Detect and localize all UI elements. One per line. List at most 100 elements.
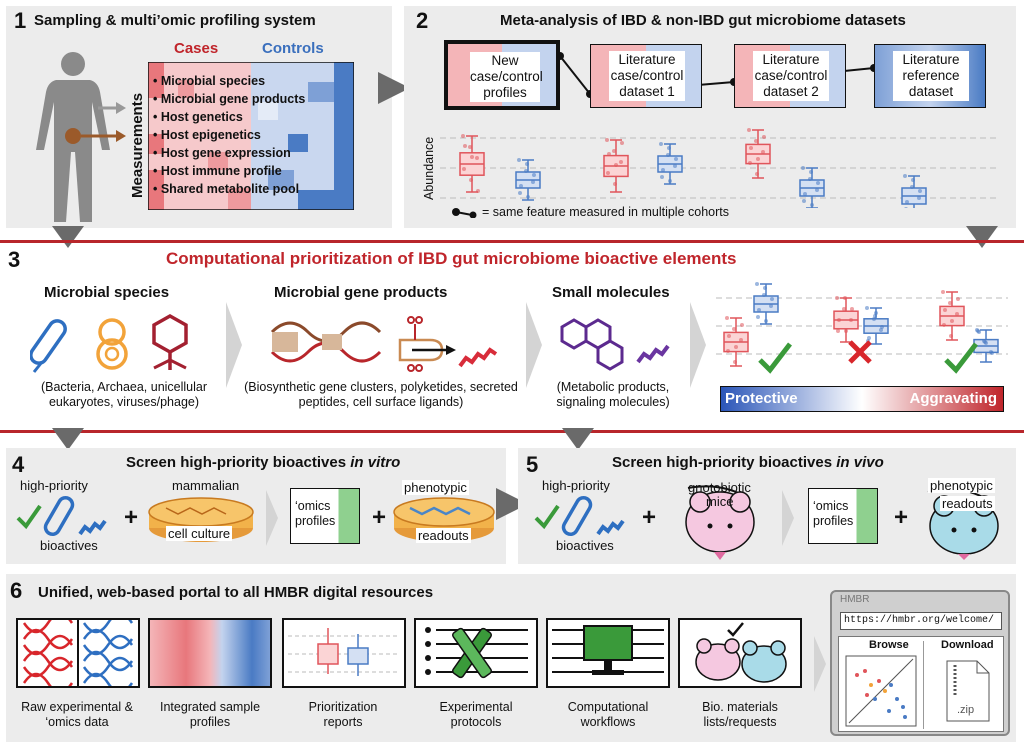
- boxplot-mark: [836, 329, 840, 333]
- resource-label: Integrated sample profiles: [159, 700, 261, 729]
- boxplot-mark: [757, 308, 761, 312]
- resource-label: Computational workflows: [567, 700, 649, 729]
- boxplot-mark: [727, 334, 731, 338]
- boxplot-mark: [725, 316, 729, 320]
- boxplot-mark: [874, 311, 878, 315]
- boxplot-mark: [461, 134, 465, 138]
- resource-workflows[interactable]: [546, 618, 670, 688]
- arrow-down-left-icon: [52, 226, 84, 248]
- microbe-icons: [30, 313, 188, 373]
- resource-materials[interactable]: [678, 618, 802, 688]
- download-link[interactable]: Download: [941, 639, 994, 651]
- boxplot-mark: [756, 157, 760, 161]
- panel-1: 1 Sampling & multi’omic profiling system…: [6, 6, 392, 228]
- omics-profiles-label: ‘omics profiles: [295, 499, 336, 528]
- bacillus-icon: [30, 319, 67, 373]
- boxplot-mark: [942, 323, 946, 327]
- plus-sign: +: [894, 504, 909, 531]
- divider-chevron-icon: [690, 302, 706, 388]
- arrow-4-to-5-icon: [496, 488, 528, 520]
- boxplot-mark: [990, 351, 994, 355]
- boxplot-mark: [531, 180, 535, 184]
- resource-label: Raw experimental & ‘omics data: [21, 700, 133, 729]
- boxplot-mark: [837, 318, 841, 322]
- boxplot-mark: [661, 168, 665, 172]
- resource-label: Prioritization reports: [308, 700, 378, 729]
- plus-sign: +: [124, 504, 139, 531]
- svg-text:Measurements: Measurements: [129, 93, 146, 198]
- pink-mouse-icon: [685, 485, 755, 560]
- mice-materials-icon: [695, 622, 787, 683]
- group-heading-species: Microbial species: [44, 284, 170, 301]
- boxplot-mark: [519, 184, 523, 188]
- dna-icon: [22, 612, 134, 694]
- check-icon: [758, 342, 792, 374]
- boxplot-mark: [674, 157, 678, 161]
- boxplot-mark: [815, 188, 819, 192]
- resource-raw-data[interactable]: [16, 612, 140, 694]
- group-caption-small-molecules: (Metabolic products, signaling molecules…: [556, 380, 670, 409]
- phenotypic-bottom-label: readouts: [940, 496, 995, 511]
- boxplot-mark: [612, 149, 616, 153]
- boxplot-mark: [911, 178, 915, 182]
- gene-product-icons: [270, 316, 498, 372]
- boxplot-mark: [762, 135, 766, 139]
- zip-file-icon[interactable]: .zip: [945, 659, 991, 723]
- browser-tab[interactable]: HMBR: [840, 594, 870, 605]
- boxplot-mark: [762, 293, 766, 297]
- measurement-item: • Host immune profile: [153, 164, 282, 178]
- boxplot-mark: [620, 141, 624, 145]
- measurement-item: • Host epigenetics: [153, 128, 261, 142]
- boxplot-mark: [977, 330, 981, 334]
- report-boxplot-icon: [288, 628, 400, 676]
- link-legend-text: = same feature measured in multiple coho…: [482, 205, 729, 219]
- boxplot-mark: [801, 166, 805, 170]
- panel-2: 2 Meta-analysis of IBD & non-IBD gut mic…: [404, 6, 1016, 228]
- boxplot-mark: [865, 306, 869, 310]
- boxplot-mark: [756, 315, 760, 319]
- dataset-label: Literature case/control dataset 2: [753, 51, 829, 101]
- polyketide-assembly-icon: [398, 316, 456, 372]
- boxplot-mark: [769, 304, 773, 308]
- panel-4-title: Screen high-priority bioactives in vitro: [126, 454, 401, 471]
- boxplot-mark: [802, 199, 806, 203]
- peptide-helix-icon: [458, 347, 498, 368]
- dataset-new: New case/control profiles: [444, 40, 560, 110]
- boxplot-mark: [849, 318, 853, 322]
- panel-5-title: Screen high-priority bioactives in vivo: [612, 454, 884, 471]
- bioactive-icon: [534, 495, 625, 537]
- resource-sample-profiles[interactable]: [148, 618, 272, 688]
- boxplot-mark: [732, 327, 736, 331]
- browse-link[interactable]: Browse: [869, 639, 909, 651]
- boxplot-mark: [476, 189, 480, 193]
- culture-bottom-label: cell culture: [166, 526, 233, 541]
- boxplot-mark: [943, 308, 947, 312]
- boxplot-mark: [755, 282, 759, 286]
- boxplot-mark: [803, 192, 807, 196]
- plus-sign: +: [642, 504, 657, 531]
- arrow-down-right-icon: [966, 226, 998, 248]
- boxplot-mark: [614, 163, 618, 167]
- boxplot-mark: [905, 200, 909, 204]
- svg-text:.zip: .zip: [957, 704, 974, 716]
- resource-protocols[interactable]: [414, 618, 538, 688]
- panel-1-number: 1: [14, 8, 27, 33]
- measurement-item: • Host gene expression: [153, 146, 291, 160]
- resource-reports[interactable]: [282, 618, 406, 688]
- dataset-label: Literature reference dataset: [893, 51, 969, 101]
- boxplot-mark: [748, 161, 752, 165]
- boxplot-mark: [517, 158, 521, 162]
- archaea-icon: [96, 318, 128, 370]
- dataset-label: Literature case/control dataset 1: [609, 51, 685, 101]
- boxplot-mark: [524, 169, 528, 173]
- human-body-icon: [36, 52, 126, 222]
- plus-sign: +: [372, 504, 387, 531]
- boxplot-mark: [668, 179, 672, 183]
- boxplot-mark: [613, 182, 617, 186]
- panel-6-number: 6: [10, 578, 23, 603]
- panel-6-title: Unified, web-based portal to all HMBR di…: [38, 584, 434, 601]
- boxplot-mark: [740, 323, 744, 327]
- signal-helix-icon: [636, 344, 670, 364]
- bioactives-bottom-label: bioactives: [40, 538, 98, 553]
- url-bar[interactable]: https://hmbr.org/welcome/: [840, 612, 1002, 630]
